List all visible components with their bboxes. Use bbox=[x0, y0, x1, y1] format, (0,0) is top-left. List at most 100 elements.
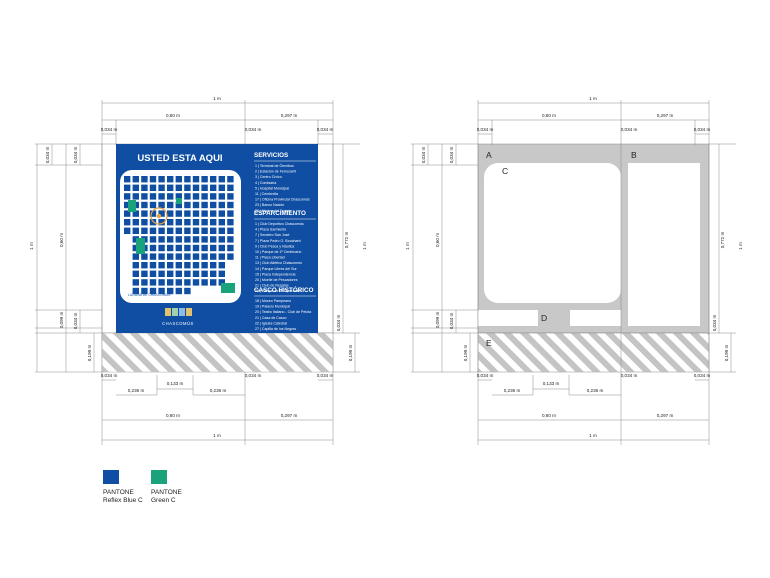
map-block bbox=[175, 236, 182, 243]
map-block bbox=[167, 210, 174, 217]
map-block bbox=[218, 210, 225, 217]
map-block bbox=[158, 244, 165, 252]
map-block bbox=[210, 210, 217, 217]
map-block bbox=[167, 262, 174, 269]
list-item: 18 | Museo Pampeano bbox=[255, 299, 291, 303]
r-dim-edge: 0,034 m bbox=[477, 127, 494, 132]
map-block bbox=[192, 253, 200, 260]
dim-height-left-b: 0,034 m bbox=[73, 147, 78, 164]
map-block bbox=[218, 184, 225, 191]
map-block bbox=[218, 262, 225, 269]
r-dim-edge: 0,034 m bbox=[694, 127, 711, 132]
r-dim-height-map: 0,60 m bbox=[435, 233, 440, 247]
list-item: 17 | Oficina Provincial Chascomús bbox=[255, 198, 310, 202]
map-block bbox=[132, 176, 139, 183]
list-item: 29 | Parque de la Esperanza bbox=[255, 289, 301, 293]
map-block bbox=[201, 184, 208, 191]
swatch-label-line2: Reflex Blue C bbox=[103, 497, 143, 504]
map-block bbox=[167, 227, 174, 234]
map-block bbox=[175, 201, 182, 209]
right-drawing bbox=[477, 143, 710, 373]
map-block bbox=[175, 219, 182, 226]
map-block bbox=[158, 287, 165, 295]
map-block bbox=[184, 253, 191, 260]
map-block bbox=[227, 176, 234, 183]
r-dim-side-width-bottom: 0,297 m bbox=[657, 413, 674, 418]
map-block bbox=[167, 236, 174, 243]
map-block bbox=[184, 193, 191, 200]
r-dim-height-total-right: 1 m bbox=[738, 242, 743, 250]
dim-height-stripe-right: 0,199 m bbox=[348, 345, 353, 362]
map-block bbox=[210, 201, 217, 209]
map-block bbox=[167, 270, 174, 277]
dim-height-right: 0,772 m bbox=[344, 232, 349, 249]
zone-label-c: C bbox=[502, 166, 508, 176]
map-green-area bbox=[176, 198, 182, 204]
list-item: 4 | Plaza Sarmiento bbox=[255, 228, 286, 232]
map-block bbox=[167, 193, 174, 200]
map-block bbox=[227, 227, 234, 234]
map-block bbox=[124, 210, 131, 217]
map-block bbox=[175, 210, 182, 217]
map-block bbox=[184, 244, 191, 252]
map-block bbox=[192, 219, 200, 226]
list-item: 11 | Plaza Libertad bbox=[255, 256, 285, 260]
map-block bbox=[141, 262, 148, 269]
map-block bbox=[132, 227, 139, 234]
sign-title: USTED ESTA AQUI bbox=[137, 153, 222, 164]
map-block bbox=[141, 253, 148, 260]
dim-height-left-a: 0,034 m bbox=[45, 147, 50, 164]
r-dim-bottom-left: 0,236 m bbox=[504, 388, 521, 393]
map-block bbox=[158, 279, 165, 286]
list-item: 3 | Centro Cívico bbox=[255, 175, 282, 179]
map-block bbox=[218, 236, 225, 243]
r-dim-height-left-a: 0,034 m bbox=[421, 147, 426, 164]
list-item: 9 | Club Pesca y Náutica bbox=[255, 244, 294, 248]
map-block bbox=[175, 270, 182, 277]
dim-panel-width-bottom: 0,60 m bbox=[166, 413, 180, 418]
map-block bbox=[158, 262, 165, 269]
map-block bbox=[132, 244, 139, 252]
map-block bbox=[192, 270, 200, 277]
map-block bbox=[201, 227, 208, 234]
map-block bbox=[158, 176, 165, 183]
logo: CHASCOMÚS bbox=[162, 308, 194, 326]
logo-text: CHASCOMÚS bbox=[162, 321, 194, 326]
map-block bbox=[227, 184, 234, 191]
map-block bbox=[149, 219, 157, 226]
map-block bbox=[201, 219, 208, 226]
map-green-area bbox=[221, 283, 235, 293]
map-block bbox=[167, 279, 174, 286]
map-block bbox=[201, 270, 208, 277]
zone-label-e: E bbox=[486, 338, 492, 348]
dim-side-width: 0,297 m bbox=[281, 113, 298, 118]
dim-side-width-bottom: 0,297 m bbox=[281, 413, 298, 418]
dim-edge: 0,034 m bbox=[245, 373, 262, 378]
map-block bbox=[184, 279, 191, 286]
list-item: 13 | Club Atlético Chascomús bbox=[255, 261, 302, 265]
r-dim-height-left-d: 0,034 m bbox=[449, 313, 454, 330]
map-block bbox=[141, 279, 148, 286]
map-block bbox=[175, 287, 182, 295]
map-block bbox=[124, 193, 131, 200]
swatch-label-line1: PANTONE bbox=[103, 489, 134, 496]
map-block bbox=[175, 227, 182, 234]
r-dim-height-total: 1 m bbox=[405, 242, 410, 250]
dim-total-width-bottom: 1 m bbox=[213, 433, 221, 438]
map-block bbox=[158, 253, 165, 260]
map-block bbox=[132, 236, 139, 243]
map-block bbox=[218, 244, 225, 252]
map-block bbox=[132, 193, 139, 200]
map-block bbox=[141, 201, 148, 209]
map-block bbox=[192, 244, 200, 252]
map-block bbox=[132, 262, 139, 269]
list-item: 27 | Capilla de los Negros bbox=[255, 327, 296, 331]
swatch-label-line1: PANTONE bbox=[151, 489, 182, 496]
map-block bbox=[218, 253, 225, 260]
swatch-label-line2: Green C bbox=[151, 497, 176, 504]
zone-label-d: D bbox=[541, 313, 547, 323]
map-block bbox=[149, 193, 157, 200]
map-block bbox=[132, 210, 139, 217]
r-dim-panel-width: 0,60 m bbox=[542, 113, 556, 118]
map-block bbox=[201, 279, 208, 286]
